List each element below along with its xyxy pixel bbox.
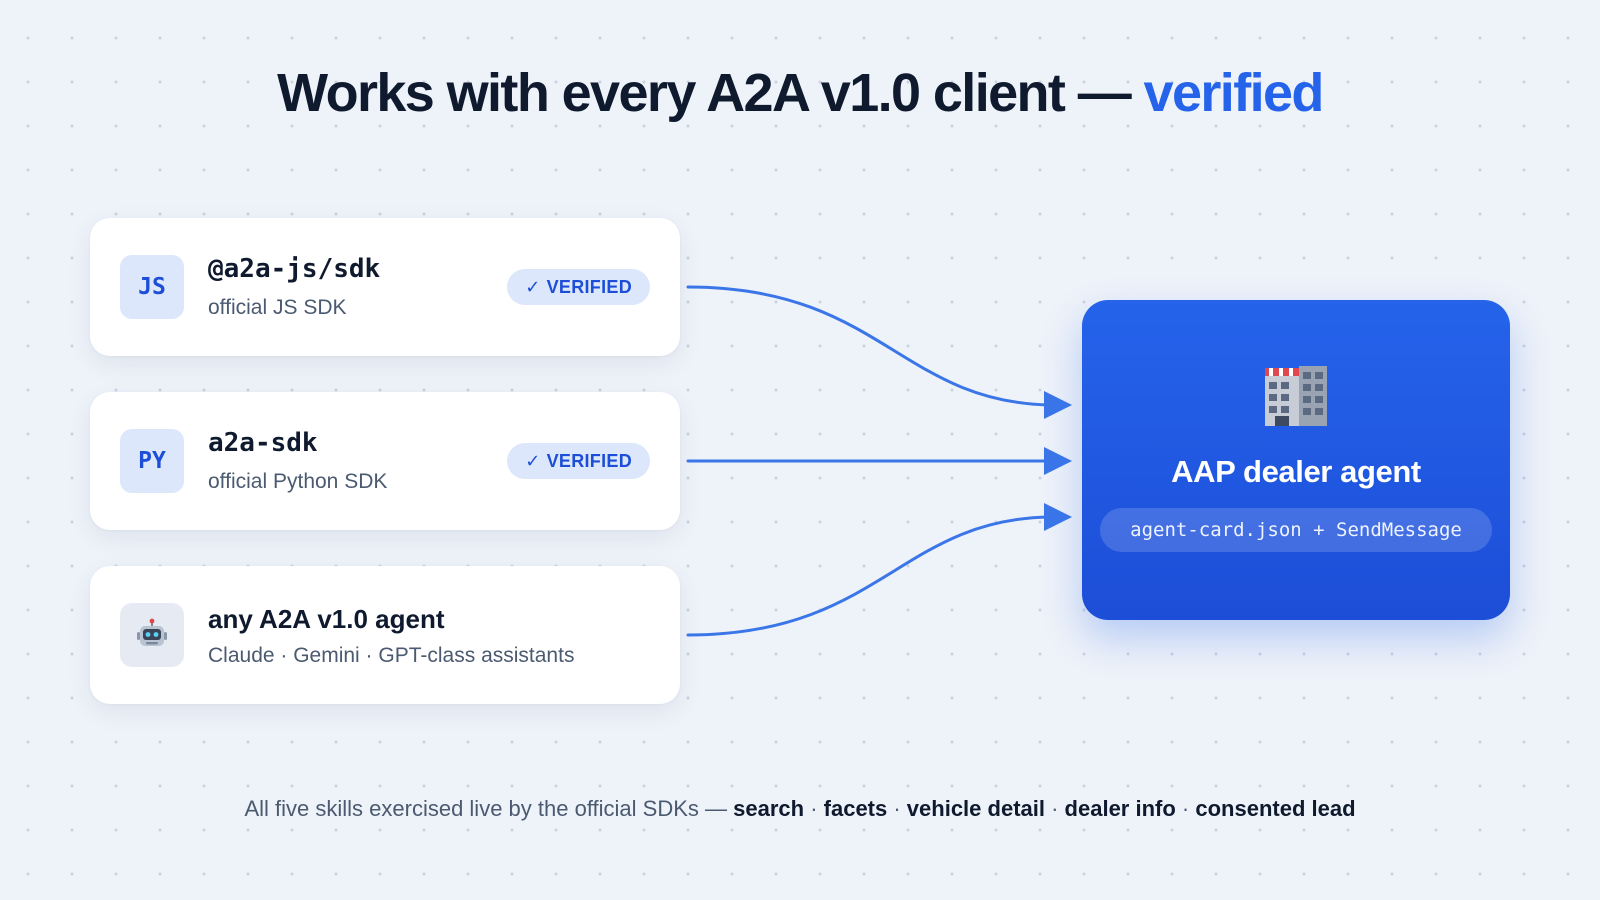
agent-endpoints: agent-card.json + SendMessage [1100, 508, 1492, 552]
skill-dealer-info: dealer info [1064, 796, 1176, 821]
verified-badge: ✓ VERIFIED [507, 269, 650, 305]
client-name: a2a-sdk [208, 428, 318, 458]
robot-icon [120, 603, 184, 667]
verified-badge: ✓ VERIFIED [507, 443, 650, 479]
skill-vehicle-detail: vehicle detail [906, 796, 1045, 821]
client-name: any A2A v1.0 agent [208, 604, 445, 634]
office-building-icon-graphic [1265, 366, 1327, 426]
arrowhead-2 [1044, 447, 1072, 475]
check-icon: ✓ [525, 450, 541, 471]
dealer-agent-card: AAP dealer agent agent-card.json + SendM… [1082, 300, 1510, 620]
client-card-js-sdk: JS @a2a-js/sdk official JS SDK ✓ VERIFIE… [90, 218, 680, 356]
agent-title: AAP dealer agent [1171, 454, 1421, 489]
verified-badge-label: VERIFIED [546, 276, 632, 297]
arrowhead-3 [1044, 503, 1072, 531]
connector-agent-to-agent [686, 515, 1052, 637]
js-icon: JS [120, 255, 184, 319]
client-subtitle: official JS SDK [208, 296, 347, 319]
python-icon: PY [120, 429, 184, 493]
skill-consented-lead: consented lead [1195, 796, 1356, 821]
client-subtitle: Claude · Gemini · GPT-class assistants [208, 644, 575, 667]
skill-facets: facets [823, 796, 888, 821]
client-card-python-sdk: PY a2a-sdk official Python SDK ✓ VERIFIE… [90, 392, 680, 530]
footer-separator: · [804, 796, 824, 821]
title-main: Works with every A2A v1.0 client — [277, 63, 1144, 123]
page-title: Works with every A2A v1.0 client — verif… [0, 62, 1600, 124]
client-subtitle: official Python SDK [208, 470, 388, 493]
footer-separator: · [887, 796, 907, 821]
client-name: @a2a-js/sdk [208, 254, 381, 284]
footer-separator: · [1044, 796, 1065, 821]
verified-badge-label: VERIFIED [546, 450, 632, 471]
footer-separator: · [1175, 796, 1196, 821]
connector-js-to-agent [686, 285, 1052, 407]
check-icon: ✓ [525, 276, 541, 297]
title-accent: verified [1143, 63, 1325, 123]
arrowhead-1 [1044, 391, 1072, 419]
footer-caption: All five skills exercised live by the of… [0, 796, 1600, 822]
skill-search: search [733, 796, 805, 821]
client-card-any-agent: any A2A v1.0 agent Claude · Gemini · GPT… [90, 566, 680, 704]
robot-icon-graphic [137, 618, 167, 646]
office-building-icon [1082, 362, 1510, 426]
footer-lead: All five skills exercised live by the of… [244, 796, 734, 821]
